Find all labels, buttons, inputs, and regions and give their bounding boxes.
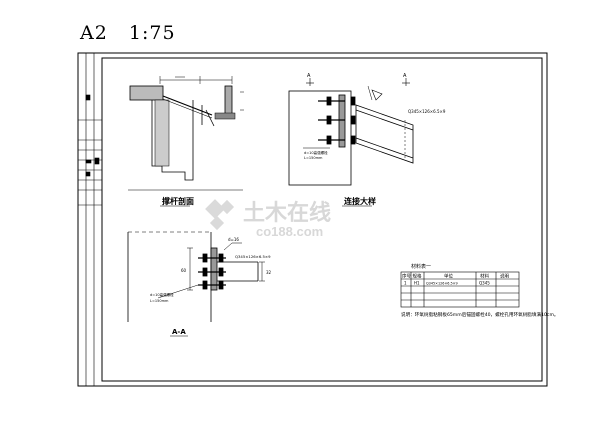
- paogan-top-slab: [129, 85, 164, 101]
- aa-plate-note-1: d=10高强螺栓: [150, 292, 174, 297]
- paogan-wall: [151, 100, 194, 181]
- lianjie-plate-note-1: d=10高强螺栓: [304, 150, 328, 155]
- materials-row-1-no: 1: [404, 281, 407, 286]
- lianjie-marker-left: A: [307, 73, 311, 79]
- lianjie-beam: [355, 104, 414, 164]
- materials-table-title: 材料表一: [411, 263, 431, 270]
- sheet-scale-label: 1:75: [128, 22, 176, 44]
- view-aa: [127, 231, 265, 322]
- watermark: 土木在线 co188.com: [205, 199, 331, 239]
- materials-header-2: 单位: [444, 273, 453, 280]
- aa-plate-note-2: L=150mm: [150, 299, 169, 303]
- paogan-right-pile: [224, 85, 233, 117]
- aa-dim-left: 60: [181, 268, 187, 273]
- caption-paogan: 撑杆剖面: [162, 196, 194, 206]
- materials-header-0: 序号: [402, 273, 411, 280]
- aa-dim-right: 32: [266, 270, 272, 275]
- materials-row-1-material: Q345: [479, 281, 490, 286]
- materials-row-1-spec: H1: [414, 281, 420, 286]
- aa-top-note: d=16: [228, 237, 239, 242]
- lianjie-beam-callout: Q345×126×6.5×9: [408, 109, 446, 114]
- watermark-sub: co188.com: [256, 224, 323, 239]
- materials-row-1-unit: Q345×126×6.5×9: [426, 282, 458, 286]
- sheet-size-label: A2: [80, 22, 108, 44]
- lianjie-marker-right: A: [403, 73, 407, 79]
- sheet-outer-border: [77, 52, 548, 387]
- sheet-title: A2 1:75: [80, 22, 190, 44]
- materials-table-frame: [400, 271, 520, 308]
- materials-table: [400, 271, 520, 308]
- aa-endplate: [210, 247, 218, 291]
- caption-aa: A-A: [172, 328, 186, 336]
- lianjie-endplate: [338, 94, 346, 148]
- lianjie-plate-note-2: L=150mm: [304, 156, 323, 160]
- materials-header-4: 说明: [500, 273, 509, 280]
- watermark-main: 土木在线: [243, 200, 331, 225]
- materials-header-1: 规格: [413, 273, 422, 280]
- watermark-logo-icon: [205, 199, 235, 231]
- aa-beam-callout: Q345×126×6.5×9: [235, 254, 271, 259]
- materials-note: 说明：环氧树脂粘钢板65mm后锚固螺栓40，螺栓孔用环氧树脂填满10cm。: [401, 311, 559, 318]
- sheet-inner-border: [101, 57, 543, 382]
- paogan-wall-core: [154, 99, 170, 167]
- view-paogan: [128, 76, 244, 191]
- binding-strip: [78, 53, 102, 386]
- caption-lianjie: 连接大样: [344, 196, 376, 206]
- materials-header-3: 材料: [480, 273, 489, 280]
- view-lianjie: [288, 78, 414, 186]
- paogan-strut: [162, 95, 213, 116]
